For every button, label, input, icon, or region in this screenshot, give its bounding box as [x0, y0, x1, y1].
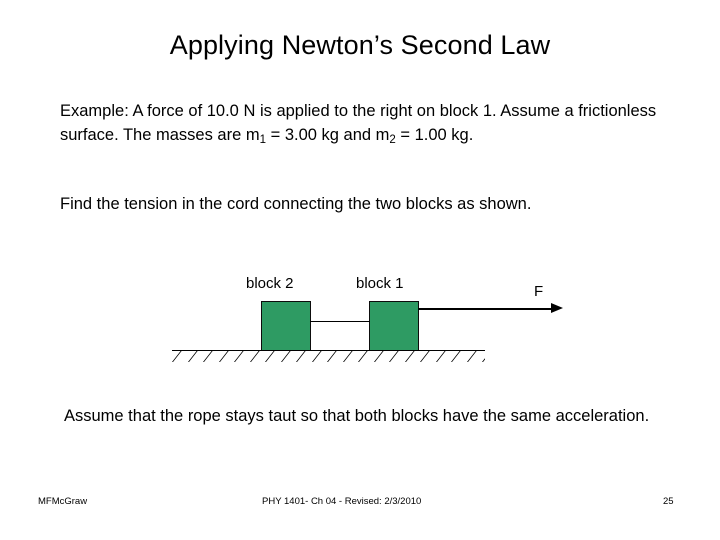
hatch-mark	[327, 351, 346, 362]
hatch-mark	[451, 351, 470, 362]
hatch-mark	[249, 351, 269, 362]
problem-statement-text-1: Example: A force of 10.0 N is applied to…	[60, 102, 657, 144]
problem-statement-text-3: = 1.00 kg.	[395, 126, 474, 144]
block-2-shape	[261, 301, 311, 351]
hatch-mark	[342, 351, 362, 362]
hatch-mark	[404, 351, 424, 362]
ground-surface-line	[172, 350, 485, 351]
hatch-mark	[358, 351, 377, 362]
hatch-mark	[296, 351, 315, 362]
hatch-mark	[435, 351, 455, 362]
hatch-mark	[172, 351, 191, 362]
question-paragraph: Find the tension in the cord connecting …	[60, 195, 532, 213]
hatch-mark	[187, 351, 207, 362]
hatch-mark	[280, 351, 300, 362]
hatch-mark	[218, 351, 238, 362]
block-2-label: block 2	[246, 275, 294, 292]
force-arrow-shaft	[418, 308, 554, 310]
mass2-subscript: 2	[389, 134, 396, 146]
connecting-cord	[310, 321, 370, 322]
slide-footer: MFMcGraw PHY 1401- Ch 04 - Revised: 2/3/…	[0, 495, 720, 511]
footer-author: MFMcGraw	[38, 496, 88, 507]
page-title: Applying Newton’s Second Law	[169, 30, 551, 60]
hatch-mark	[466, 351, 485, 362]
force-arrow-head-icon	[551, 303, 563, 313]
hatch-mark	[311, 351, 331, 362]
footer-course-info: PHY 1401- Ch 04 - Revised: 2/3/2010	[262, 496, 422, 507]
mass1-subscript: 1	[259, 134, 267, 146]
hatch-mark	[234, 351, 253, 362]
hatch-mark	[265, 351, 284, 362]
block-1-shape	[369, 301, 419, 351]
hatch-mark	[203, 351, 222, 362]
hatch-mark	[482, 351, 485, 362]
force-label: F	[534, 283, 544, 300]
problem-statement-paragraph: Example: A force of 10.0 N is applied to…	[60, 99, 668, 149]
hatch-mark	[420, 351, 439, 362]
ground-hatching	[172, 351, 485, 363]
problem-statement-text-2: = 3.00 kg and m	[266, 126, 390, 144]
hatch-mark	[373, 351, 393, 362]
footer-page-number: 25	[663, 496, 674, 507]
hatch-mark	[389, 351, 408, 362]
block-1-label: block 1	[356, 275, 404, 292]
assumption-paragraph: Assume that the rope stays taut so that …	[64, 407, 650, 425]
